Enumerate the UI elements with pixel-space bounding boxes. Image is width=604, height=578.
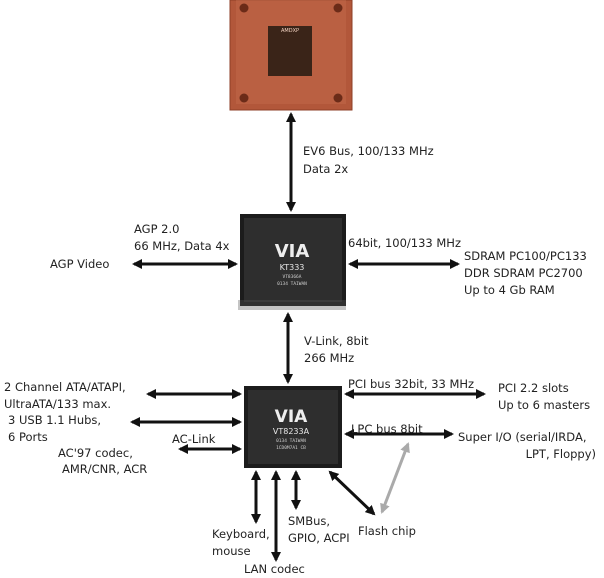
lan-codec-label: LAN codec xyxy=(244,562,305,576)
v-link-speed-label: 266 MHz xyxy=(304,351,355,365)
lpc-bus-label: LPC bus 8bit xyxy=(351,422,423,436)
lpc-flash-arrow xyxy=(380,442,410,514)
ddr-sdram-label: DDR SDRAM PC2700 xyxy=(464,266,583,280)
ev6-bus-label: EV6 Bus, 100/133 MHz xyxy=(303,144,434,158)
southbridge-model: VT8233A xyxy=(273,427,310,436)
ata-label-line2: UltraATA/133 max. xyxy=(4,397,112,411)
southbridge-line1: 0134 TAIWAN xyxy=(276,438,306,444)
ac97-label-line1: AC'97 codec, xyxy=(58,446,133,460)
flash-chip-arrow xyxy=(328,470,376,516)
ram-max-label: Up to 4 Gb RAM xyxy=(464,283,555,297)
agp-speed-label: 66 MHz, Data 4x xyxy=(134,239,230,253)
pci-masters-label: Up to 6 masters xyxy=(498,398,591,412)
southbridge-brand: VIA xyxy=(275,407,308,427)
pci-bus-label: PCI bus 32bit, 33 MHz xyxy=(348,377,475,391)
keyboard-label-line2: mouse xyxy=(212,544,251,558)
northbridge-line2: 0134 TAIWAN xyxy=(277,281,307,287)
smbus-label-line1: SMBus, xyxy=(288,514,331,528)
v-link-width-label: V-Link, 8bit xyxy=(304,334,369,348)
cpu-chip: AMDXP xyxy=(229,0,353,111)
smbus-label-line2: GPIO, ACPI xyxy=(288,531,350,545)
southbridge-chip: VIA VT8233A 0134 TAIWAN 1CD0M7A1 CB xyxy=(244,386,342,468)
super-io-label-line1: Super I/O (serial/IRDA, xyxy=(458,430,587,444)
usb-label-line2: 6 Ports xyxy=(8,430,48,444)
southbridge-line2: 1CD0M7A1 CB xyxy=(276,445,306,451)
usb-label-line1: 3 USB 1.1 Hubs, xyxy=(8,413,102,427)
flash-chip-label: Flash chip xyxy=(358,524,416,538)
memory-bus-label: 64bit, 100/133 MHz xyxy=(348,236,461,250)
agp-video-label: AGP Video xyxy=(50,257,110,271)
ev6-data-label: Data 2x xyxy=(303,162,349,176)
northbridge-model: KT333 xyxy=(280,263,305,272)
keyboard-label-line1: Keyboard, xyxy=(212,527,270,541)
pci-slots-label: PCI 2.2 slots xyxy=(498,381,569,395)
agp-spec-label: AGP 2.0 xyxy=(134,222,180,236)
super-io-label-line2: LPT, Floppy) xyxy=(525,447,596,461)
sdram-label: SDRAM PC100/PC133 xyxy=(464,249,587,263)
northbridge-chip: VIA KT333 VT8366A 0134 TAIWAN xyxy=(238,214,346,310)
ac-link-label: AC-Link xyxy=(172,432,216,446)
cpu-marking: AMDXP xyxy=(281,28,299,34)
northbridge-brand: VIA xyxy=(275,241,310,262)
ata-label-line1: 2 Channel ATA/ATAPI, xyxy=(4,380,126,394)
ac97-label-line2: AMR/CNR, ACR xyxy=(62,462,148,476)
northbridge-line1: VT8366A xyxy=(283,274,302,280)
